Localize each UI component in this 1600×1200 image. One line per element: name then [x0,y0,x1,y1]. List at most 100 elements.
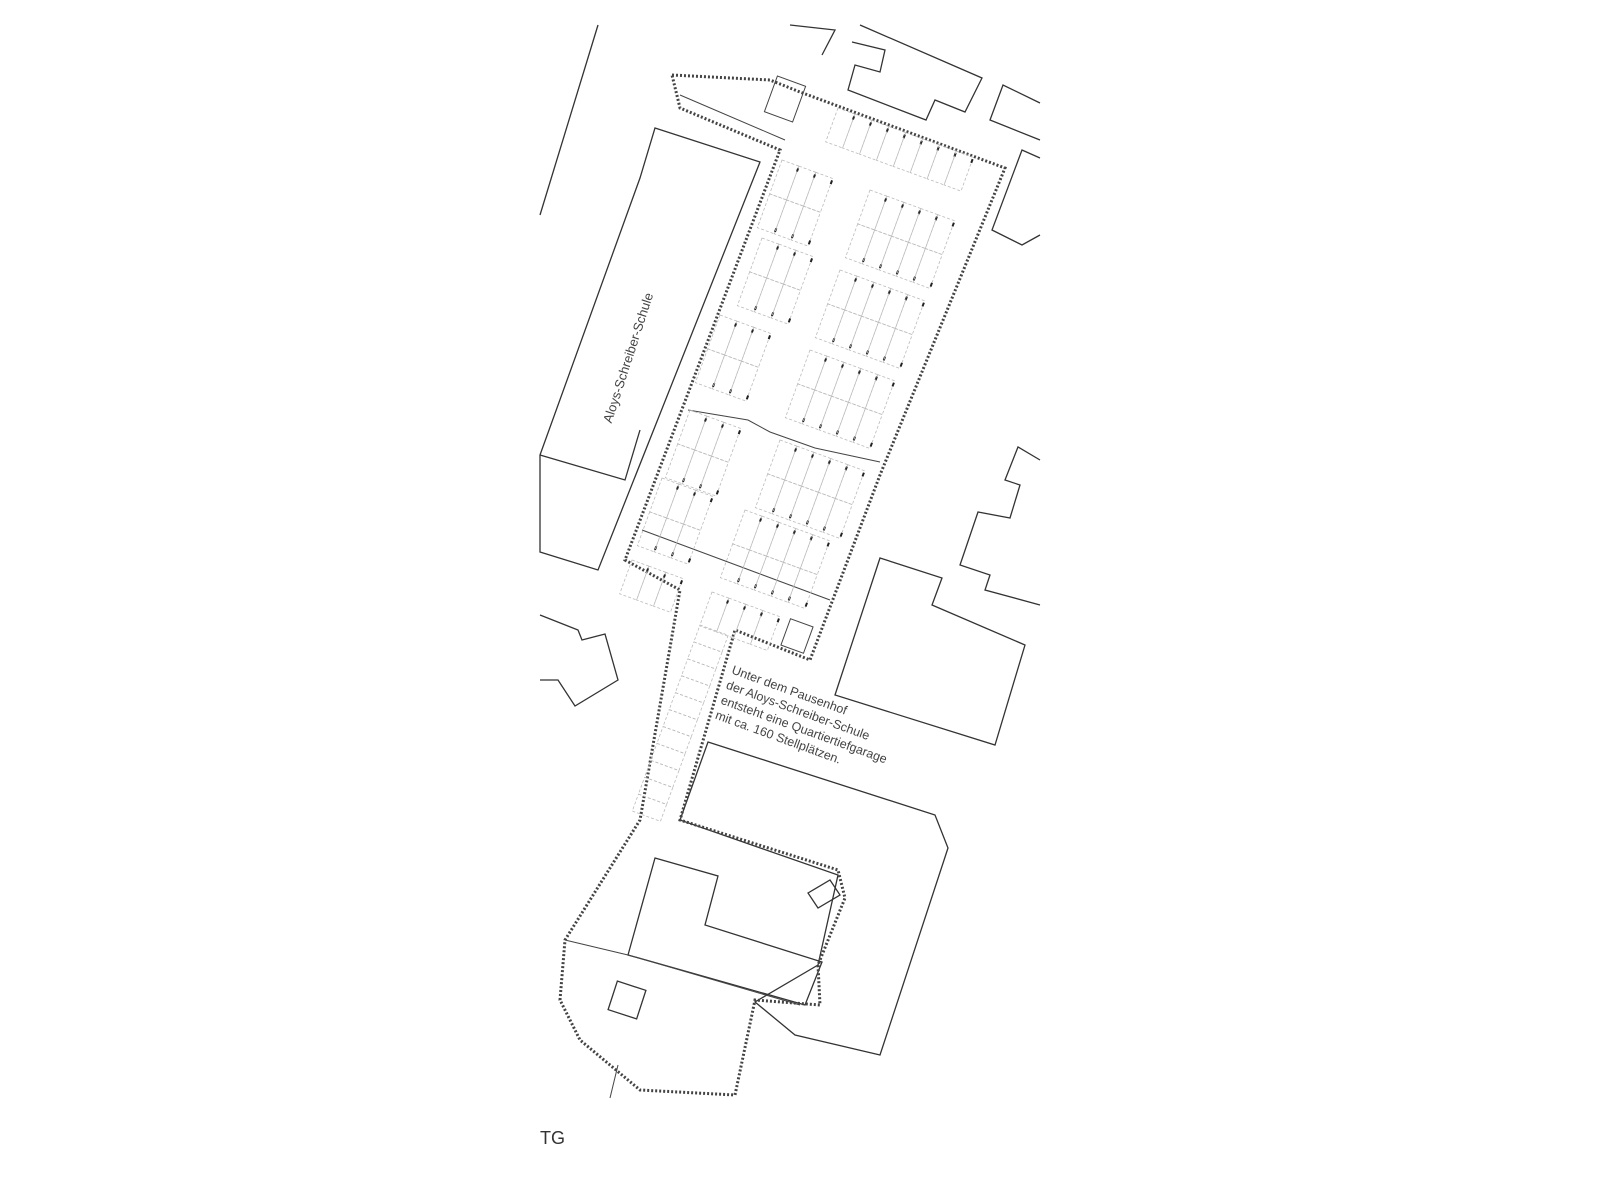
parking-space [822,497,853,539]
space-marker [787,318,792,323]
parking-space [674,675,711,704]
parking-space [912,247,943,289]
building-e-3 [834,557,1026,746]
space-marker [829,180,833,185]
parking-space [818,395,849,437]
parking-space [719,543,751,585]
parking-space [909,138,940,180]
building-e-1 [991,149,1041,246]
street-line [539,24,599,216]
space-marker [970,158,974,164]
parking-space [827,269,858,311]
parking-space [677,409,708,451]
parking-space [736,271,768,313]
parking-space [653,571,684,613]
building-ne-1 [789,24,837,56]
space-marker [679,580,683,585]
parking-space [859,119,890,161]
space-marker [807,240,812,245]
parking-space [753,277,785,319]
parking-space [668,692,705,721]
parking-space [773,199,805,241]
parking-space [728,360,759,402]
parking-space [670,523,701,565]
parking-space [631,793,668,822]
parking-space [831,309,863,351]
parking-space [732,509,763,551]
parking-space [756,193,788,235]
parking-space [619,559,650,601]
parking-space [861,281,892,323]
parking-block [636,477,714,565]
courtyard-edge [687,409,881,463]
parking-space [834,464,866,506]
space-marker [776,618,780,623]
parking-space [694,348,726,390]
space-marker [869,442,873,447]
parking-space [844,275,875,317]
parking-space [687,641,723,670]
space-marker [767,335,771,340]
parking-block [844,189,956,289]
parking-block [814,269,926,369]
parking-space [801,451,832,493]
parking-space [650,742,686,772]
parking-space [662,709,698,738]
parking-space [877,287,909,329]
parking-space [698,455,729,497]
parking-space [875,125,907,167]
parking-space [803,171,834,213]
exit-ramp [609,1064,619,1099]
underground-garage-outline [558,73,1007,1099]
parking-space [848,315,879,357]
parking-space [749,515,780,557]
parking-space [814,355,845,397]
parking-space [878,235,909,277]
small-structure-2 [807,879,841,909]
parking-space [943,150,974,192]
parking-space [754,473,786,515]
parking-space [653,517,685,559]
parking-space [865,321,896,363]
parking-space [835,401,866,443]
parking-space [699,591,730,633]
space-marker [809,258,813,263]
parking-space [769,159,800,201]
parking-space [787,567,818,609]
parking-space [782,527,814,569]
parking-space [683,489,714,531]
parking-space [892,132,924,174]
parking-space [749,609,781,651]
space-marker [929,282,933,287]
parking-space [831,361,862,403]
parking-space [664,443,696,485]
parking-space [681,449,713,491]
parking-space [786,165,817,207]
space-marker [737,430,741,435]
parking-space [788,485,819,527]
building-w-2 [539,429,641,481]
building-ne-3 [989,84,1041,141]
parking-space [894,294,926,336]
parking-space [736,549,768,591]
parking-space [891,201,922,243]
parking-space [924,214,956,256]
parking-block [784,349,896,449]
space-marker [804,602,808,607]
school-building [539,127,761,571]
parking-space [926,144,957,186]
space-marker [861,472,865,477]
space-marker [951,222,955,227]
parking-space [649,477,680,519]
building-ne-2 [847,24,983,121]
stair-s [780,618,814,654]
parking-space [857,189,888,231]
parking-space [724,320,755,362]
parking-space [852,407,883,449]
parking-space [711,354,743,396]
parking-space [844,223,876,265]
parking-strip [631,624,729,822]
surrounding-buildings [539,24,1041,1056]
parking-space [814,303,846,345]
parking-space [636,511,668,553]
